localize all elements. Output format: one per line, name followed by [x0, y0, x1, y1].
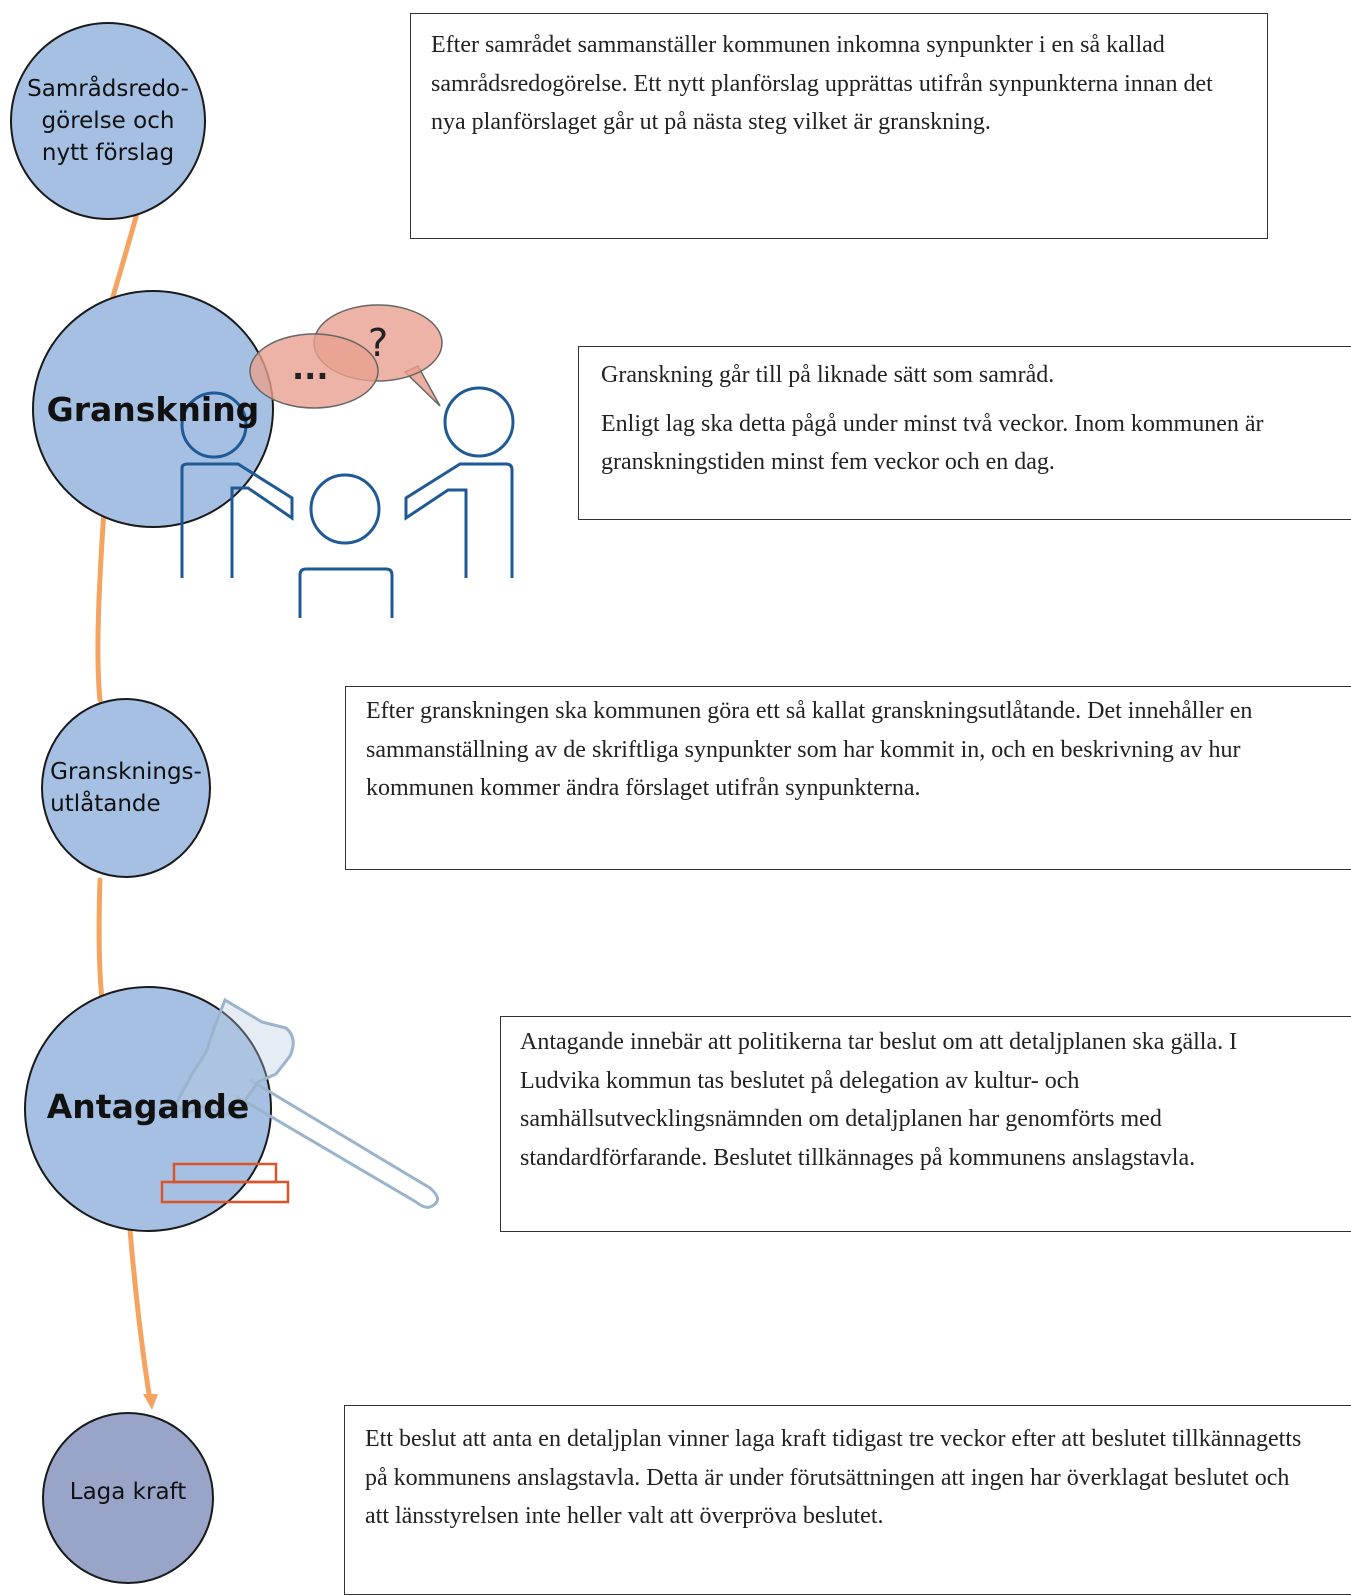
connector-arrowhead	[143, 1394, 158, 1410]
description-text: Ett beslut att anta en detaljplan vinner…	[365, 1426, 1302, 1529]
description-text: Enligt lag ska detta pågå under minst tv…	[601, 410, 1264, 476]
step-label: Samrådsredo- görelse och nytt förslag	[27, 76, 189, 166]
description-antagande: Antagande innebär att politikerna tar be…	[500, 1016, 1351, 1232]
description-text: Granskning går till på liknade sätt som …	[601, 362, 1055, 388]
step-granskningsutlatande: Gransknings- utlåtande	[41, 698, 211, 878]
step-label: Laga kraft	[69, 1479, 187, 1505]
description-laga-kraft: Ett beslut att anta en detaljplan vinner…	[344, 1405, 1351, 1595]
description-granskningsutlatande: Efter granskningen ska kommunen göra ett…	[345, 686, 1351, 870]
description-text: Efter granskningen ska kommunen göra ett…	[366, 698, 1253, 801]
description-text: Antagande innebär att politikerna tar be…	[520, 1029, 1238, 1171]
description-samradsredogorelse: Efter samrådet sammanställer kommunen in…	[410, 13, 1268, 239]
step-granskning: Granskning	[32, 290, 274, 528]
step-label: Antagande	[46, 1086, 250, 1126]
step-label: Gransknings- utlåtande	[50, 759, 202, 817]
step-samradsredogorelse: Samrådsredo- görelse och nytt förslag	[10, 22, 206, 220]
description-granskning: Granskning går till på liknade sätt som …	[578, 346, 1351, 520]
step-antagande: Antagande	[24, 986, 272, 1232]
step-label: Granskning	[46, 389, 260, 429]
step-laga-kraft: Laga kraft	[42, 1412, 214, 1584]
timeline-connector	[95, 169, 153, 1403]
description-text: Efter samrådet sammanställer kommunen in…	[431, 32, 1213, 135]
